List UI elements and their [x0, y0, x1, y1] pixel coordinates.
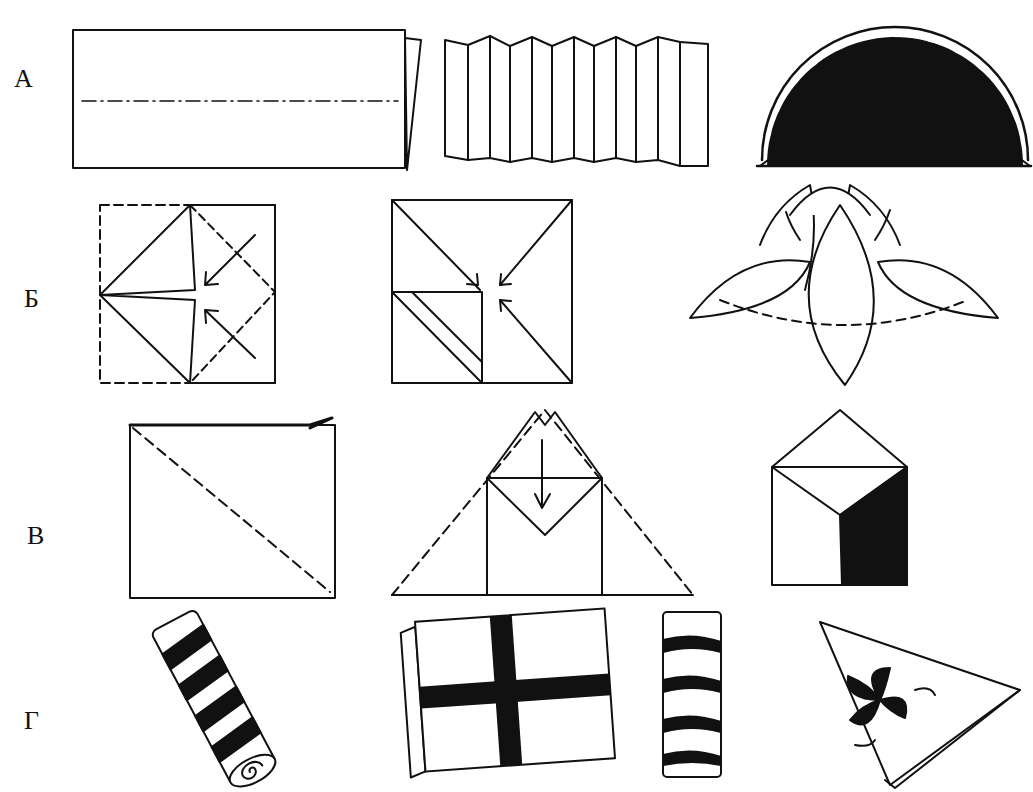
- row-letter: Г: [24, 708, 39, 734]
- row-c-steps: [130, 410, 907, 598]
- row-d-steps: [151, 609, 1020, 792]
- row-letter: Б: [24, 286, 39, 312]
- row-letter: В: [27, 523, 44, 549]
- row-a-steps: [73, 27, 1031, 229]
- row-letter: А: [14, 66, 33, 92]
- row-b-steps: [100, 185, 998, 385]
